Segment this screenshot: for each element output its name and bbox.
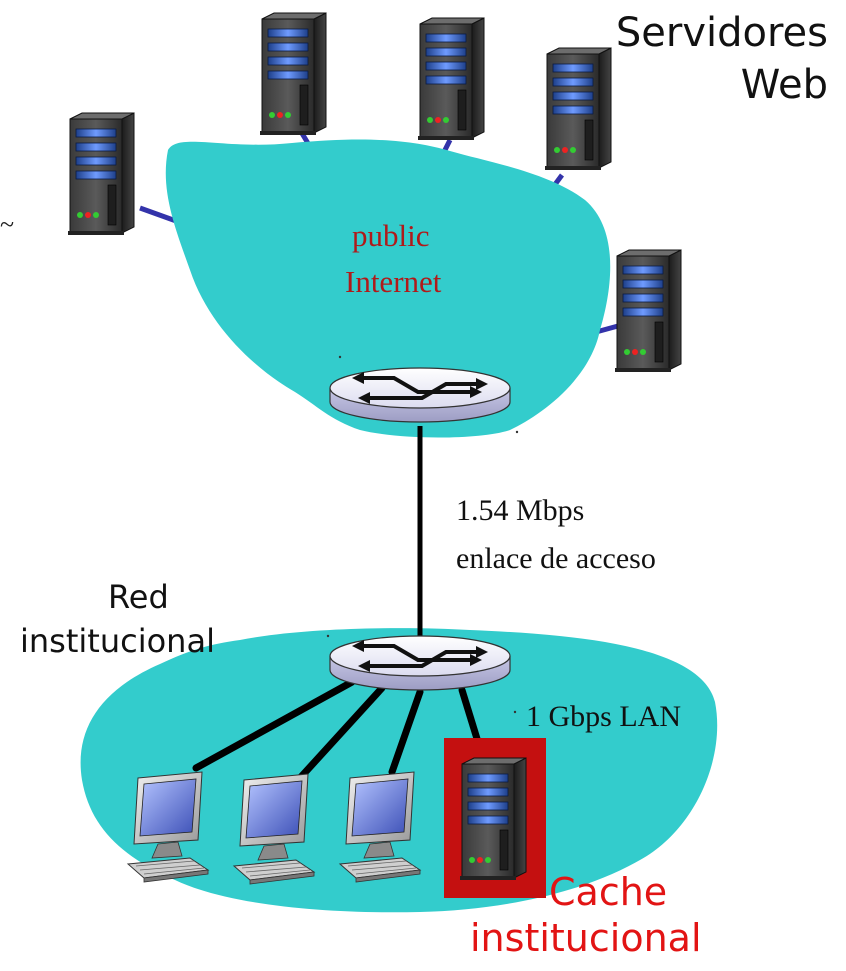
institutional-cloud [80, 628, 718, 913]
institutional-router-icon [328, 634, 512, 692]
client-pc-1-icon [127, 771, 209, 883]
web-server-5-icon [614, 249, 682, 373]
lan-link-cache [458, 686, 482, 746]
web-server-1-icon [67, 112, 135, 236]
dot-mark [513, 710, 517, 714]
servers-title-line1: Servidores [615, 10, 828, 56]
dot-mark [326, 634, 330, 638]
web-server-3-icon [417, 17, 485, 141]
client-pc-2-icon [233, 773, 315, 885]
lan-link-pc-3 [388, 688, 424, 776]
cache-label-line1: Cache [549, 870, 668, 914]
cache-server-icon [459, 757, 527, 881]
public-internet-cloud [165, 139, 611, 438]
lan-link-pc-2 [296, 684, 386, 782]
servers-title-line2: Web [740, 62, 828, 108]
institutional-network-label-line2: institucional [20, 622, 215, 660]
internet-router-icon [328, 366, 512, 424]
lan-link-pc-1 [192, 678, 356, 772]
dot-mark [338, 355, 342, 359]
access-link-speed: 1.54 Mbps [456, 494, 585, 527]
public-internet-label-line2: Internet [345, 264, 442, 299]
public-internet-label-line1: public [352, 218, 430, 253]
lan-links [192, 678, 482, 782]
stray-mark: ~ [0, 210, 15, 239]
access-link-label: enlace de acceso [456, 542, 656, 575]
web-server-2-icon [259, 12, 327, 136]
client-pc-3-icon [339, 771, 421, 883]
web-server-4-icon [544, 47, 612, 171]
cache-label-line2: institucional [470, 916, 702, 960]
lan-speed-label: 1 Gbps LAN [526, 700, 681, 733]
dot-mark [515, 430, 519, 434]
institutional-network-label-line1: Red [108, 578, 169, 616]
